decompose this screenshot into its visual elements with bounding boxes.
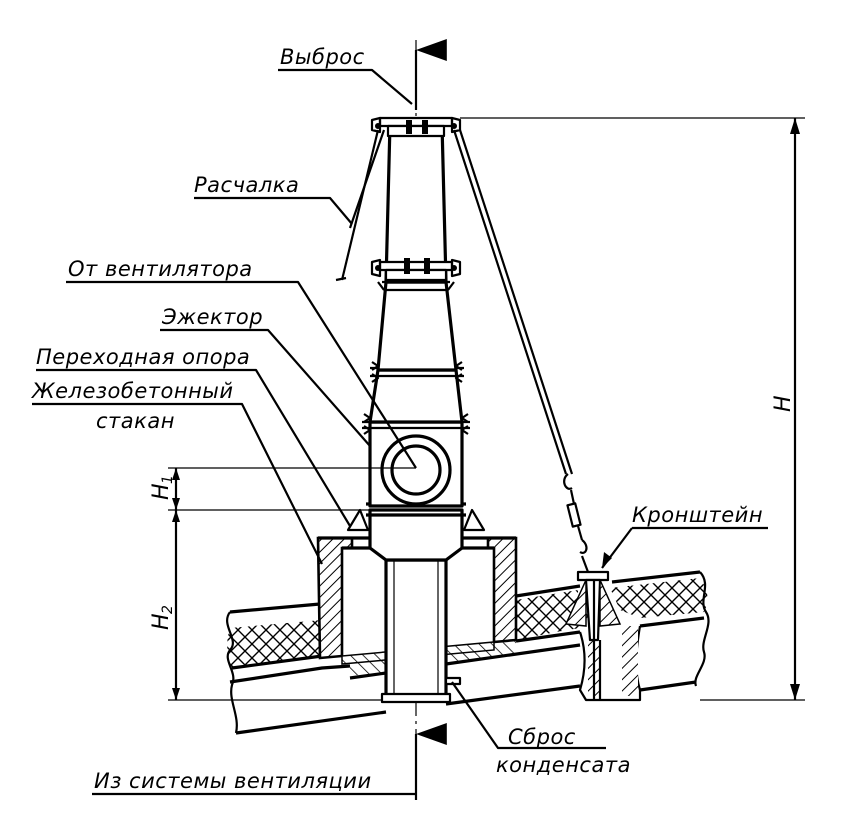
leader-lines <box>32 68 768 796</box>
dimension-lines <box>168 117 805 701</box>
dim-H: H <box>771 395 796 412</box>
label-kondensata: конденсата <box>496 753 631 777</box>
inlet-circle-inner <box>390 444 442 496</box>
vent-pipe <box>380 558 462 704</box>
bracket <box>564 570 622 700</box>
tapered-stack <box>370 116 462 372</box>
dim-H1-letter: H <box>149 483 174 500</box>
label-stakan: стакан <box>96 409 175 433</box>
dim-H2-sub: 2 <box>160 605 176 614</box>
ejector-body <box>362 413 470 508</box>
label-ezhektor: Эжектор <box>161 305 263 329</box>
label-zhelezobetonny: Железобетонный <box>30 379 234 403</box>
label-kronshtein: Кронштейн <box>632 503 763 527</box>
guy-wires <box>335 129 590 573</box>
label-iz-sistemy-ventilyacii: Из системы вентиляции <box>94 769 372 793</box>
labels: Выброс Расчалка От вентилятора Эжектор П… <box>30 45 763 793</box>
label-vybros: Выброс <box>280 45 365 69</box>
label-raschalka: Расчалка <box>194 173 299 197</box>
transition-support <box>346 502 486 562</box>
dimension-labels: H H 1 H 2 <box>149 395 796 630</box>
label-perekhodnaya-opora: Переходная опора <box>36 345 250 369</box>
dim-H1-sub: 1 <box>160 475 176 484</box>
dim-H2-letter: H <box>149 613 174 630</box>
label-ot-ventilyatora: От вентилятора <box>68 257 253 281</box>
label-sbros: Сброс <box>508 725 576 749</box>
